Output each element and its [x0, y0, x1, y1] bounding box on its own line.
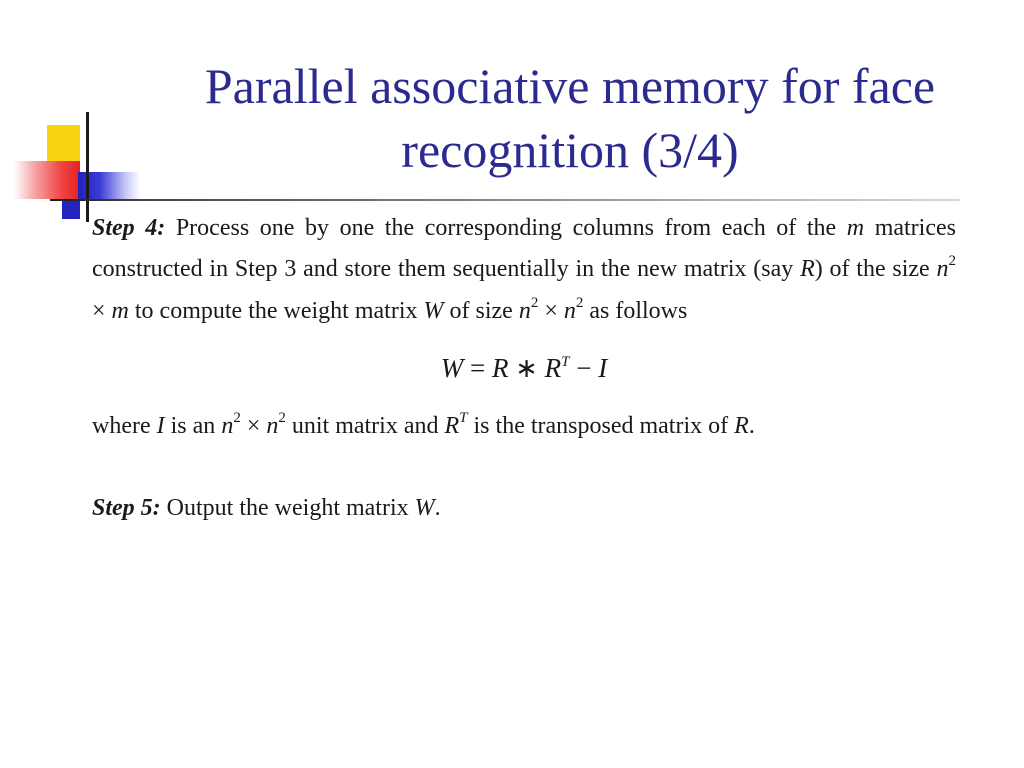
weight-matrix-equation: W = R ∗ RT − I: [92, 338, 956, 398]
red-bar-decoration: [14, 161, 80, 199]
step-5-text: .: [434, 495, 441, 522]
step-5-paragraph: Step 5: Output the weight matrix W.: [92, 488, 956, 529]
math-exponent: T: [561, 353, 570, 370]
step-4-text: to compute the weight matrix: [128, 297, 424, 324]
math-operator: ×: [240, 412, 267, 439]
math-variable: W: [440, 352, 464, 383]
math-operator: =: [463, 352, 493, 383]
where-text: .: [748, 412, 755, 439]
where-text: unit matrix and: [285, 412, 445, 439]
math-variable: I: [598, 352, 608, 383]
step-4-text: Process one by one the corresponding col…: [165, 215, 847, 241]
math-operator: ×: [538, 297, 564, 324]
math-variable: m: [111, 297, 129, 324]
math-exponent: 2: [575, 294, 584, 311]
math-variable: n: [266, 412, 279, 439]
slide-title: Parallel associative memory for face rec…: [204, 58, 936, 178]
title-underline: [50, 199, 960, 201]
math-variable: R: [544, 352, 562, 383]
math-variable: R: [800, 256, 815, 283]
step-4-text: matrices constructed in Step 3 and store…: [92, 215, 956, 283]
math-variable: I: [156, 412, 165, 439]
slide-body: Step 4: Process one by one the correspon…: [92, 208, 956, 529]
math-variable: m: [846, 215, 865, 241]
math-variable: n: [518, 297, 531, 324]
math-variable: R: [734, 412, 749, 439]
paragraph-spacer: [92, 447, 956, 488]
math-exponent: T: [459, 409, 468, 426]
where-paragraph: where I is an n2 × n2 unit matrix and RT…: [92, 406, 956, 447]
step-4-text: of size: [443, 297, 519, 324]
math-exponent: 2: [530, 294, 539, 311]
math-variable: W: [414, 495, 435, 522]
math-variable: n: [221, 412, 234, 439]
math-variable: n: [563, 297, 576, 324]
where-text: is an: [164, 412, 222, 439]
step-4-text: ) of the size: [814, 256, 937, 283]
step-4-label: Step 4:: [92, 215, 166, 241]
math-exponent: 2: [948, 253, 957, 270]
step-4-text: as follows: [583, 297, 688, 324]
where-text: where: [92, 412, 157, 439]
math-exponent: 2: [233, 409, 241, 426]
math-operator: −: [569, 352, 599, 383]
math-variable: W: [423, 297, 444, 324]
math-variable: R: [444, 412, 460, 439]
step-4-paragraph: Step 4: Process one by one the correspon…: [92, 208, 956, 332]
step-5-text: Output the weight matrix: [160, 495, 415, 522]
math-exponent: 2: [278, 409, 286, 426]
blue-square-decoration: [62, 199, 80, 219]
where-text: is the transposed matrix of: [467, 412, 735, 439]
yellow-square-decoration: [47, 125, 80, 163]
vertical-line-decoration: [86, 112, 89, 222]
math-variable: n: [936, 256, 949, 283]
math-operator: ∗: [508, 352, 545, 383]
math-variable: R: [492, 352, 509, 383]
step-5-label: Step 5:: [92, 495, 161, 522]
math-operator: ×: [92, 297, 112, 324]
